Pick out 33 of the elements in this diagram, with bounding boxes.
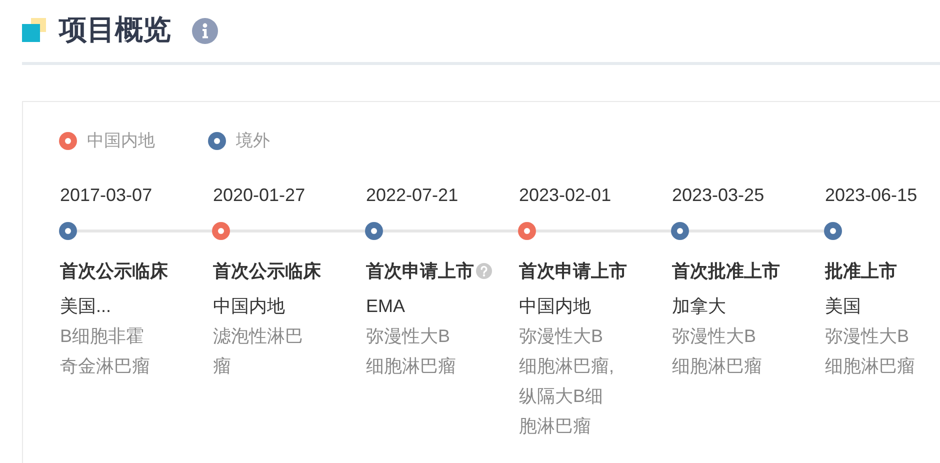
date-label: 2017-03-07 bbox=[60, 184, 152, 207]
legend-label: 境外 bbox=[236, 130, 270, 152]
event-title: 批准上市 bbox=[825, 260, 897, 283]
date-label: 2023-06-15 bbox=[825, 184, 918, 207]
timeline-dot bbox=[671, 222, 689, 240]
region-label: 中国内地 bbox=[213, 295, 285, 318]
date-label: 2023-03-25 bbox=[672, 184, 764, 207]
indication-text: 弥漫性大B细胞淋巴瘤,纵隔大B细胞淋巴瘤 bbox=[519, 325, 616, 438]
legend-label: 中国内地 bbox=[87, 130, 155, 152]
timeline-dot bbox=[365, 222, 383, 240]
event-title: 首次公示临床 bbox=[60, 260, 168, 283]
region-label: 美国... bbox=[60, 295, 112, 318]
indication-text: B细胞非霍奇金淋巴瘤 bbox=[60, 325, 151, 378]
timeline-dot bbox=[824, 222, 842, 240]
timeline-dot bbox=[518, 222, 536, 240]
date-label: 2023-02-01 bbox=[519, 184, 612, 207]
event-title: 首次批准上市 bbox=[672, 260, 780, 283]
indication-text: 滤泡性淋巴瘤 bbox=[213, 325, 304, 378]
indication-text: 弥漫性大B细胞淋巴瘤 bbox=[366, 325, 457, 378]
event-title: 首次公示临床 bbox=[213, 260, 321, 283]
date-label: 2022-07-21 bbox=[366, 184, 458, 207]
region-label: 美国 bbox=[825, 295, 861, 318]
region-label: EMA bbox=[366, 295, 406, 318]
region-label: 加拿大 bbox=[672, 295, 726, 318]
event-title: 首次申请上市 bbox=[519, 260, 627, 283]
indication-text: 弥漫性大B细胞淋巴瘤 bbox=[825, 325, 916, 378]
timeline-dot bbox=[212, 222, 230, 240]
region-label: 中国内地 bbox=[519, 295, 591, 318]
event-title: 首次申请上市 bbox=[366, 260, 474, 283]
date-label: 2020-01-27 bbox=[213, 184, 306, 207]
timeline-dot bbox=[59, 222, 77, 240]
section-title: 项目概览 bbox=[59, 13, 171, 47]
indication-text: 弥漫性大B细胞淋巴瘤 bbox=[672, 325, 763, 378]
